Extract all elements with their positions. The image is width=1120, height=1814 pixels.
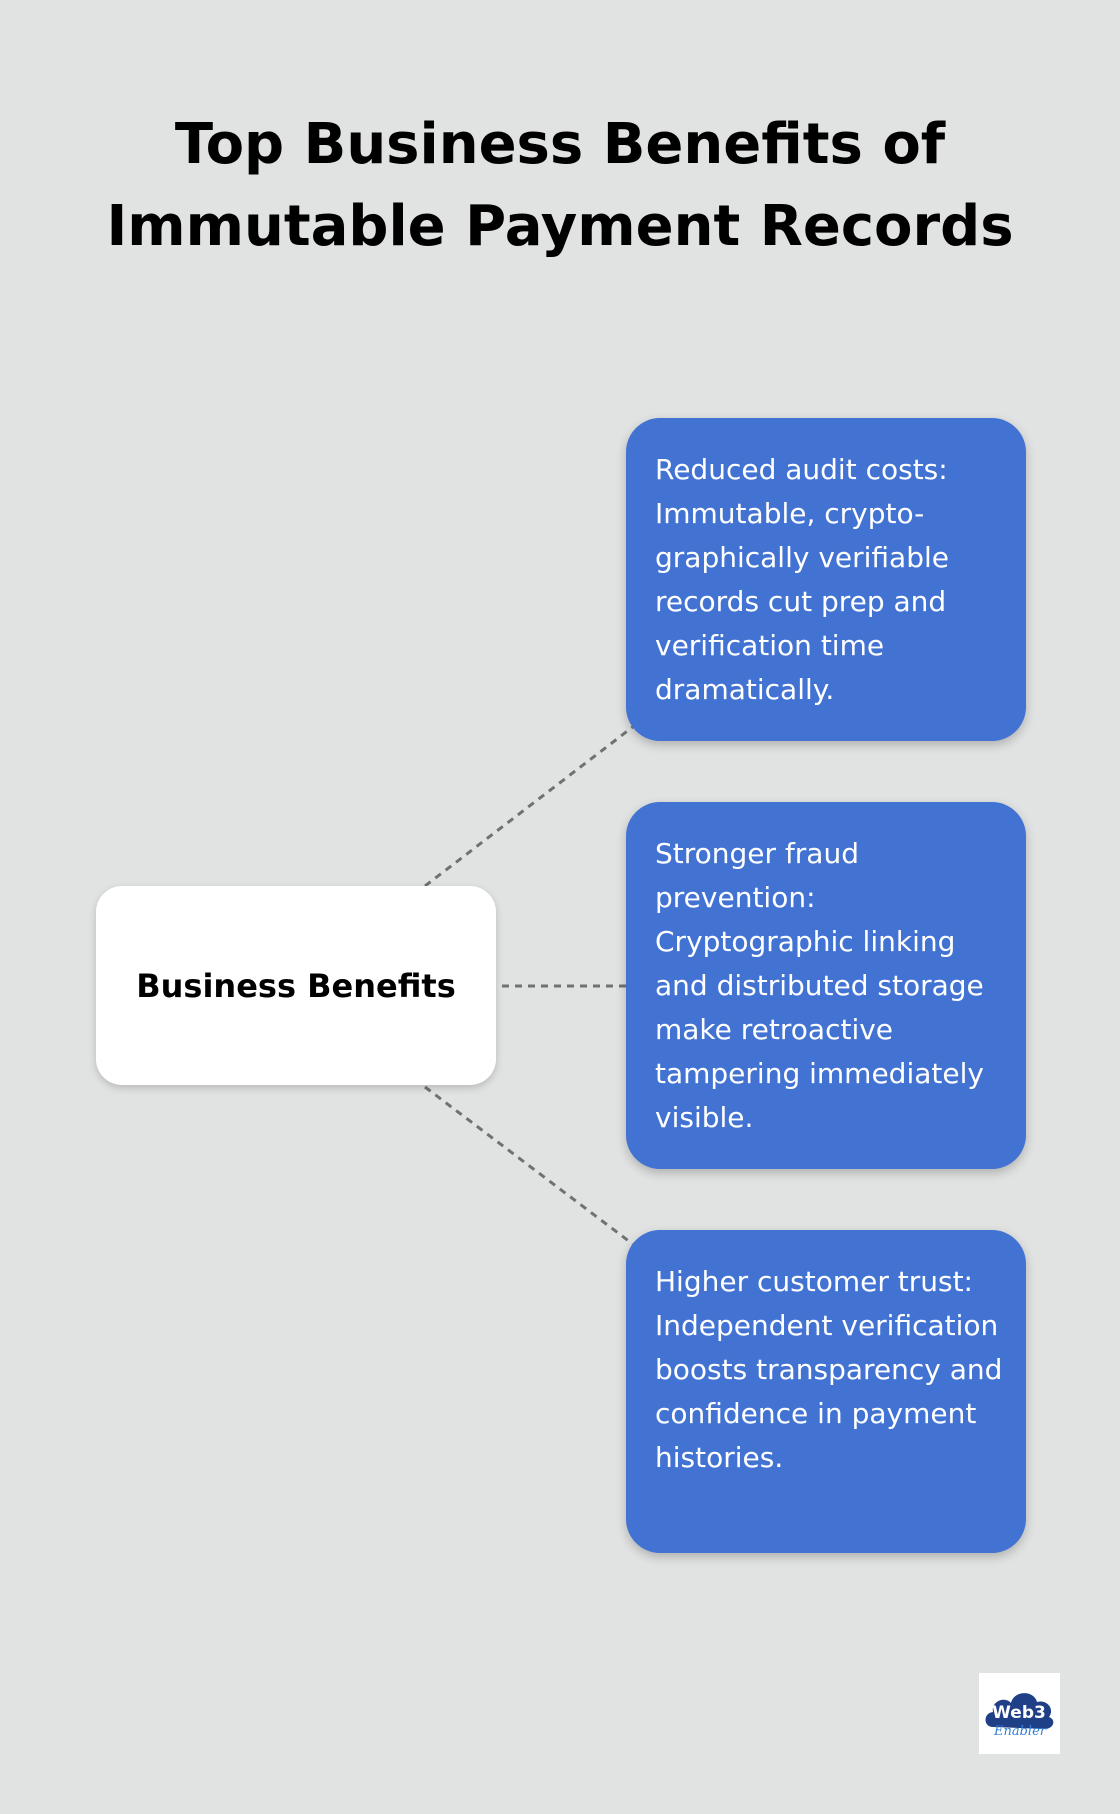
benefit-text: Higher customer trust: Independent verif… [655,1265,1003,1474]
benefit-card-fraud: Stronger fraud prevention: Cryptographic… [626,802,1026,1169]
connector-bottom [424,1085,635,1247]
page-title: Top Business Benefits of Immutable Payme… [60,104,1060,268]
benefit-text: Stronger fraud prevention: Cryptographic… [655,837,984,1134]
title-line-1: Top Business Benefits of [174,112,946,177]
connector-top [424,724,635,888]
benefit-text: Reduced audit costs: Immutable, crypto-g… [655,453,949,706]
svg-text:Enabler: Enabler [993,1724,1047,1739]
cloud-logo-icon: Web3 Enabler [985,1693,1054,1739]
benefit-card-trust: Higher customer trust: Independent verif… [626,1230,1026,1553]
svg-text:Web3: Web3 [992,1703,1046,1723]
logo: Web3 Enabler [979,1673,1060,1754]
center-label: Business Benefits [136,966,456,1005]
benefit-card-audit: Reduced audit costs: Immutable, crypto-g… [626,418,1026,741]
center-node: Business Benefits [96,886,496,1085]
title-line-2: Immutable Payment Records [106,194,1014,259]
